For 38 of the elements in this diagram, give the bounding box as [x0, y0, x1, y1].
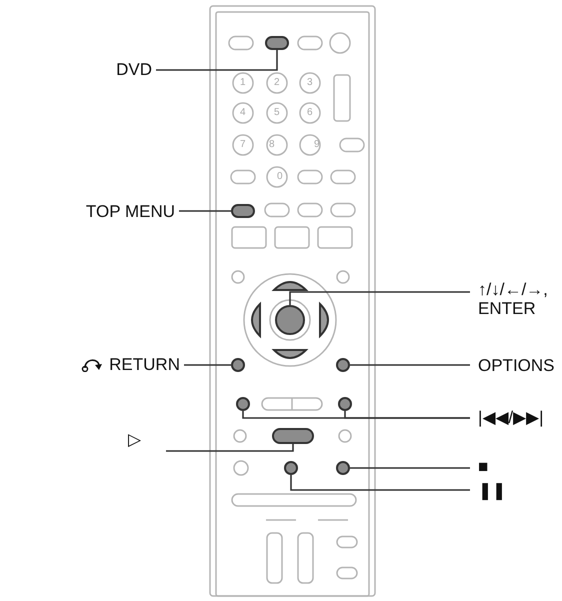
button-digit: 4 — [240, 108, 246, 118]
button-label: ▷ — [128, 430, 162, 449]
button-label: DVD — [90, 60, 152, 79]
round-button — [231, 358, 245, 372]
button-digit: 2 — [274, 78, 280, 88]
button-label: ↑/↓/←/→, ENTER — [478, 280, 558, 318]
round-button — [336, 461, 350, 475]
round-button — [275, 305, 305, 335]
leader-line — [156, 50, 278, 71]
leader-line — [344, 411, 470, 419]
oval-button — [265, 36, 289, 50]
button-digit: 1 — [240, 78, 246, 88]
button-label: OPTIONS — [478, 356, 562, 375]
button-label: |◀◀/▶▶| — [478, 408, 558, 427]
button-digit: 9 — [314, 140, 320, 150]
oval-button — [272, 428, 314, 444]
oval-button — [231, 204, 255, 218]
round-button — [338, 397, 352, 411]
button-digit: 5 — [274, 108, 280, 118]
button-label: TOP MENU — [40, 202, 175, 221]
button-label: RETURN — [109, 355, 180, 374]
leader-line — [184, 364, 231, 366]
button-digit: 7 — [240, 140, 246, 150]
button-digit: 0 — [277, 172, 283, 182]
button-digit: 8 — [269, 140, 275, 150]
leader-line — [350, 364, 470, 366]
leader-line — [350, 467, 470, 469]
round-button — [236, 397, 250, 411]
button-digit: 3 — [307, 78, 313, 88]
round-button — [284, 461, 298, 475]
leader-line — [289, 291, 470, 305]
button-label: ❚❚ — [478, 481, 508, 500]
button-digit: 6 — [307, 108, 313, 118]
button-label: ■ — [478, 457, 502, 476]
leader-line — [166, 444, 294, 452]
leader-line — [179, 210, 231, 212]
round-button — [336, 358, 350, 372]
leader-line — [290, 475, 470, 491]
